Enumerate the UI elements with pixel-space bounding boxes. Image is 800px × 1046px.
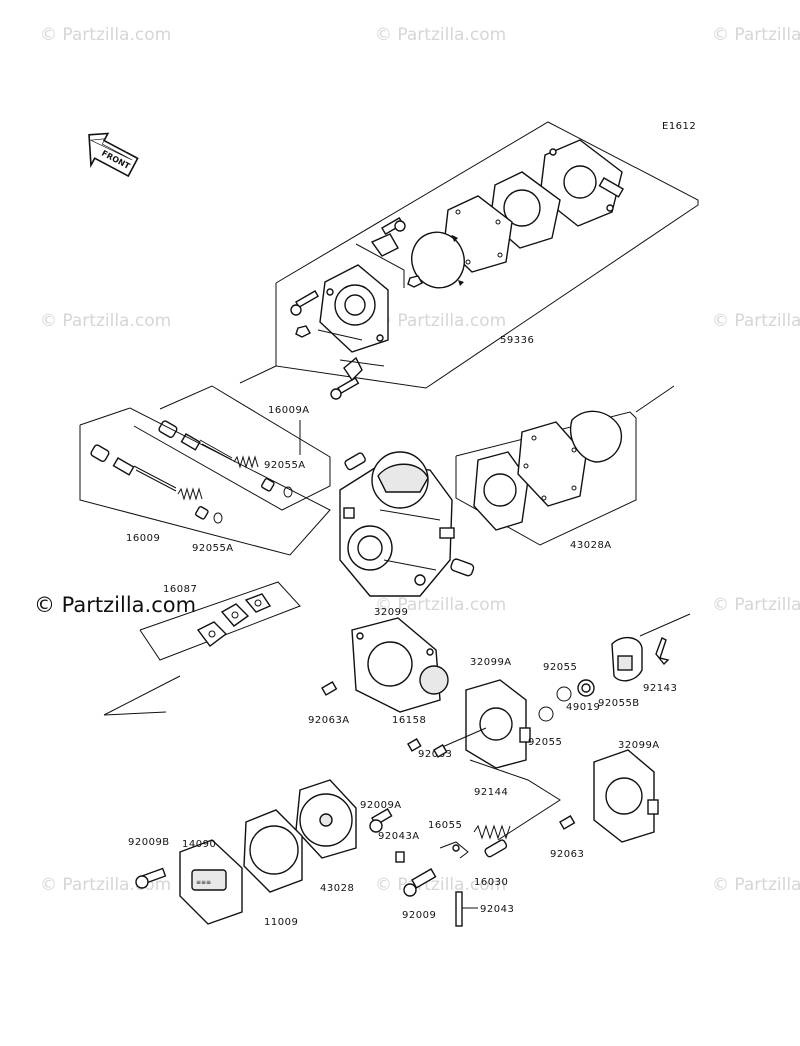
watermark: © Partzilla.com (375, 595, 506, 615)
part-number-43028: 43028 (320, 883, 354, 894)
adjust-screw-cap (90, 444, 110, 462)
o-ring (538, 706, 554, 722)
svg-text:≡≡≡: ≡≡≡ (196, 879, 211, 886)
part-number-16009: 16009 (126, 533, 160, 544)
watermark: © Partzilla.com (712, 311, 800, 331)
part-number-49019: 49019 (566, 702, 600, 713)
watermark-layer: © Partzilla.com © Partzilla.com © Partzi… (40, 25, 800, 895)
needle-group-16009: 16009 92055A (79, 407, 331, 556)
part-number-14090: 14090 (182, 839, 216, 850)
watermark: © Partzilla.com (40, 311, 171, 331)
part-number-92055B: 92055B (598, 698, 640, 709)
washer (195, 506, 209, 520)
needle-group-16009A: 16009A 92055A (133, 385, 331, 511)
part-number-11009: 11009 (264, 917, 298, 928)
spring (177, 487, 203, 501)
plate (220, 603, 250, 627)
diaphragm (569, 410, 623, 463)
adjust-screw-cap (158, 420, 178, 438)
cover-14090: ≡≡≡ 14090 (179, 839, 243, 925)
pump-cover (539, 139, 625, 227)
part-number-16087: 16087 (163, 584, 197, 595)
part-number-16158: 16158 (392, 715, 426, 726)
pump-body (319, 264, 389, 353)
part-number-92063A: 92063A (308, 715, 350, 726)
carburetor-body (339, 451, 475, 597)
part-number-92009A: 92009A (360, 800, 402, 811)
gasket-set-43028A: 43028A (455, 385, 675, 551)
pump-bolt (381, 217, 406, 236)
pump-nut (295, 325, 311, 338)
washer (261, 478, 275, 492)
part-number-16009A: 16009A (268, 405, 310, 416)
spring-92144: 92144 (473, 787, 511, 840)
part-number-32099A: 32099A (618, 740, 660, 751)
pump-kit-group: 59336 (239, 121, 699, 400)
needle-16030: 16030 (474, 839, 508, 888)
flange-32099A-center: 32099A 16158 92063 (392, 657, 561, 841)
flange-32099: 32099 92063A (308, 607, 449, 726)
gasket (473, 451, 529, 531)
figure-code: E1612 (662, 121, 696, 132)
watermark: © Partzilla.com (712, 595, 800, 615)
flange-32099A-right: 32099A 92063 (550, 740, 660, 860)
front-arrow-icon: FRONT (88, 132, 139, 178)
watermark: © Partzilla.com (712, 875, 800, 895)
part-number-92043A: 92043A (378, 831, 420, 842)
part-number-32099: 32099 (374, 607, 408, 618)
part-number-92009B: 92009B (128, 837, 170, 848)
cap-92055B: 92055B (598, 637, 643, 709)
part-number-92009: 92009 (402, 910, 436, 921)
part-number-92063: 92063 (550, 849, 584, 860)
watermark: © Partzilla.com (40, 25, 171, 45)
spring (233, 455, 259, 469)
watermark: © Partzilla.com (375, 25, 506, 45)
pin-92043: 92043 (455, 891, 514, 927)
pump-membrane (411, 231, 465, 289)
part-number-92055: 92055 (528, 737, 562, 748)
pump-bolt (330, 377, 360, 400)
screw-92009B: 92009B (128, 837, 170, 889)
part-number-92043: 92043 (480, 904, 514, 915)
watermark: © Partzilla.com (375, 311, 506, 331)
plate (196, 621, 228, 647)
diaphragm-43028: 43028 (295, 779, 357, 894)
part-number-92063: 92063 (418, 749, 452, 760)
watermark: © Partzilla.com (712, 25, 800, 45)
pump-plate (370, 233, 399, 257)
plate (244, 593, 272, 613)
plug (577, 679, 595, 697)
o-ring (283, 486, 293, 498)
plate-group-16087: 16087 (103, 581, 301, 716)
part-number-32099A: 32099A (470, 657, 512, 668)
gasket (517, 421, 587, 507)
part-number-92055: 92055 (543, 662, 577, 673)
part-number-16055: 16055 (428, 820, 462, 831)
pump-bolt (290, 290, 320, 316)
part-number-92055A: 92055A (264, 460, 306, 471)
part-number-59336: 59336 (500, 335, 534, 346)
screw-92009: 92009 (402, 868, 437, 921)
watermark-main: © Partzilla.com (34, 593, 196, 617)
part-number-43028A: 43028A (570, 540, 612, 551)
part-number-16030: 16030 (474, 877, 508, 888)
o-ring (556, 686, 572, 702)
lever-16055: 16055 (428, 820, 469, 859)
screw-92009A: 92009A (360, 800, 402, 833)
screw-92043A: 92043A (378, 831, 420, 863)
part-number-92143: 92143 (643, 683, 677, 694)
o-ring (213, 512, 223, 524)
part-number-92144: 92144 (474, 787, 508, 798)
part-number-92055A: 92055A (192, 543, 234, 554)
gasket-11009: 11009 (243, 809, 303, 928)
bracket-92143: 92143 (639, 613, 691, 694)
pump-nut (407, 275, 423, 288)
adjust-needle (112, 457, 177, 492)
